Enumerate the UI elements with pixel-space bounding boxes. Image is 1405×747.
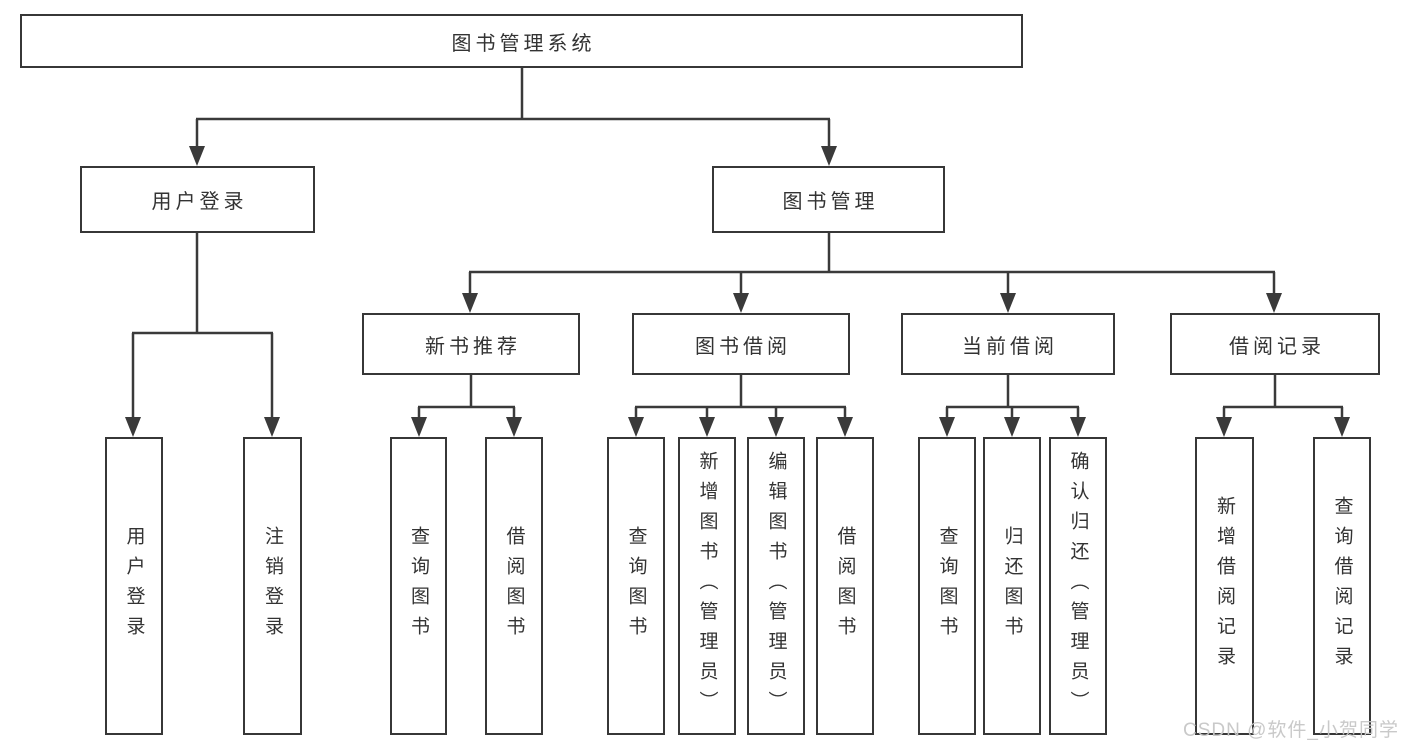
leaf-records-query-record: 查询借阅记录: [1313, 437, 1371, 735]
watermark: CSDN @软件_小贺同学: [1183, 720, 1399, 741]
leaf-current-confirm-return-admin-label: 确认归还（管理员）: [1067, 451, 1089, 721]
node-new-book-recommend-label: 新书推荐: [425, 335, 521, 358]
leaf-current-return-books-label: 归还图书: [1001, 526, 1023, 646]
leaf-borrow-borrow-books-label: 借阅图书: [834, 526, 856, 646]
leaf-borrow-add-books-admin-label: 新增图书（管理员）: [696, 451, 718, 721]
leaf-records-add-record: 新增借阅记录: [1195, 437, 1254, 735]
node-user-login-label: 用户登录: [151, 191, 248, 213]
stem-lines: [195, 66, 1277, 407]
node-new-book-recommend: 新书推荐: [362, 313, 580, 375]
leaf-borrow-borrow-books: 借阅图书: [816, 437, 874, 735]
leaf-records-query-record-label: 查询借阅记录: [1331, 496, 1353, 676]
leaf-borrow-edit-books-admin-label: 编辑图书（管理员）: [765, 451, 787, 721]
node-borrow-records-label: 借阅记录: [1229, 335, 1325, 358]
node-book-borrow: 图书借阅: [632, 313, 850, 375]
node-library-system-label: 图书管理系统: [451, 32, 596, 55]
leaf-current-query-books: 查询图书: [918, 437, 976, 735]
node-current-borrow: 当前借阅: [901, 313, 1115, 375]
leaf-user-login: 用户登录: [105, 437, 163, 735]
node-user-login: 用户登录: [80, 166, 315, 233]
arrowheads: [125, 146, 1350, 437]
node-book-borrow-label: 图书借阅: [695, 335, 791, 358]
node-book-management-label: 图书管理: [782, 191, 879, 213]
leaf-user-login-label: 用户登录: [123, 526, 145, 646]
leaf-recommend-query-books: 查询图书: [390, 437, 447, 735]
split-lines: [132, 117, 1343, 409]
node-book-management: 图书管理: [712, 166, 945, 233]
leaf-borrow-edit-books-admin: 编辑图书（管理员）: [747, 437, 805, 735]
leaf-recommend-borrow-books-label: 借阅图书: [503, 526, 525, 646]
leaf-current-confirm-return-admin: 确认归还（管理员）: [1049, 437, 1107, 735]
leaf-records-add-record-label: 新增借阅记录: [1214, 496, 1235, 676]
leaf-borrow-query-books: 查询图书: [607, 437, 665, 735]
node-current-borrow-label: 当前借阅: [962, 335, 1058, 358]
node-library-system: 图书管理系统: [20, 14, 1023, 68]
leaf-borrow-add-books-admin: 新增图书（管理员）: [678, 437, 736, 735]
arrow-shafts: [131, 119, 1344, 421]
leaf-borrow-query-books-label: 查询图书: [625, 526, 647, 646]
leaf-current-query-books-label: 查询图书: [936, 526, 958, 646]
node-borrow-records: 借阅记录: [1170, 313, 1380, 375]
leaf-logout: 注销登录: [243, 437, 302, 735]
leaf-recommend-query-books-label: 查询图书: [408, 526, 429, 646]
leaf-recommend-borrow-books: 借阅图书: [485, 437, 543, 735]
leaf-current-return-books: 归还图书: [983, 437, 1041, 735]
leaf-logout-label: 注销登录: [262, 526, 283, 646]
